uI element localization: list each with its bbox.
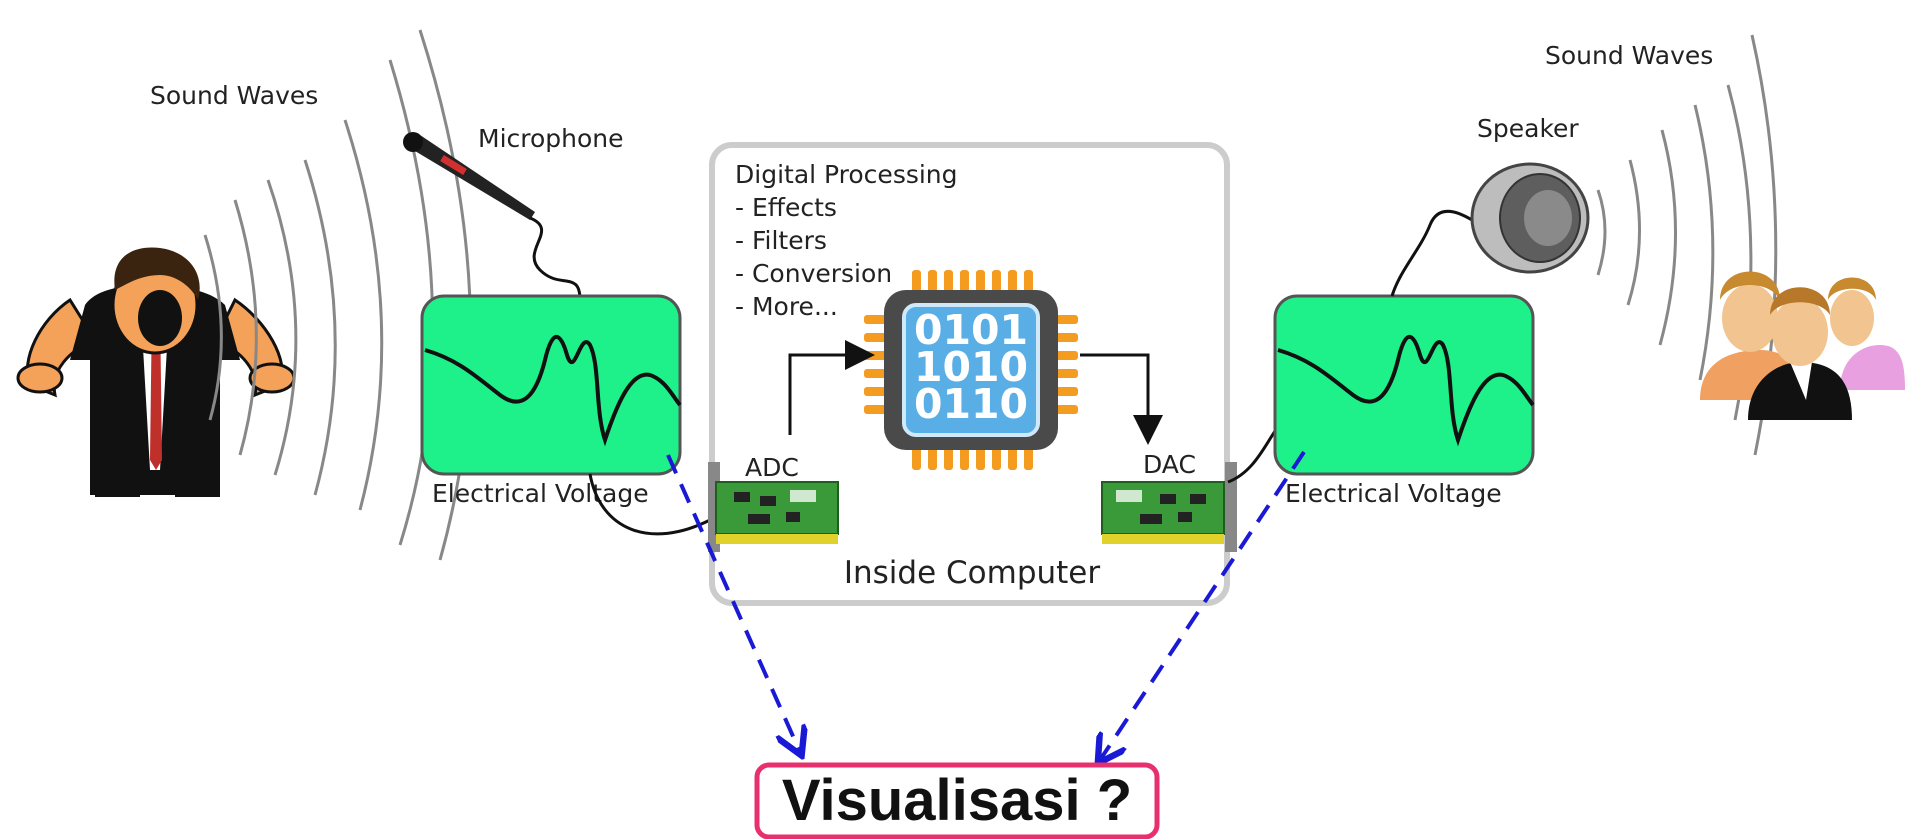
processing-item: - Conversion [735,259,892,288]
electrical-voltage-right-label: Electrical Voltage [1285,479,1502,508]
processing-item: - Effects [735,193,837,222]
adc-card-icon [708,462,839,552]
sound-waves-left-label: Sound Waves [150,81,318,110]
cpu-chip-icon: 0101 1010 0110 [864,270,1078,470]
chip-line: 0101 [914,306,1028,354]
voltage-to-visualization-arrow-left [666,454,800,752]
chip-to-dac-arrow [1080,353,1163,445]
adc-to-chip-arrow [788,340,875,435]
audience-icon [1700,271,1905,420]
microphone-icon [403,132,582,301]
speaker-label: Speaker [1477,114,1579,143]
inside-computer-label: Inside Computer [844,555,1101,591]
processing-item: - More... [735,292,838,321]
oscilloscope-right [1273,294,1535,476]
visualisasi-label: Visualisasi ? [782,768,1132,833]
sound-waves-right-label: Sound Waves [1545,41,1713,70]
dac-card-icon [1101,462,1237,552]
voltage-to-visualization-arrow-right [1100,450,1306,760]
processing-item: - Filters [735,226,827,255]
visualisasi-box [754,762,1160,839]
cable-left [588,473,711,536]
processing-title: Digital Processing [735,160,958,189]
speaker-icon [1470,162,1590,274]
singer-icon [16,247,296,497]
dac-label: DAC [1143,450,1196,479]
adc-label: ADC [745,453,799,482]
oscilloscope-left [420,294,682,476]
electrical-voltage-left-label: Electrical Voltage [432,479,649,508]
speaker-cable [1390,209,1481,297]
chip-line: 1010 [914,343,1028,391]
microphone-label: Microphone [478,124,624,153]
chip-line: 0110 [914,380,1028,428]
